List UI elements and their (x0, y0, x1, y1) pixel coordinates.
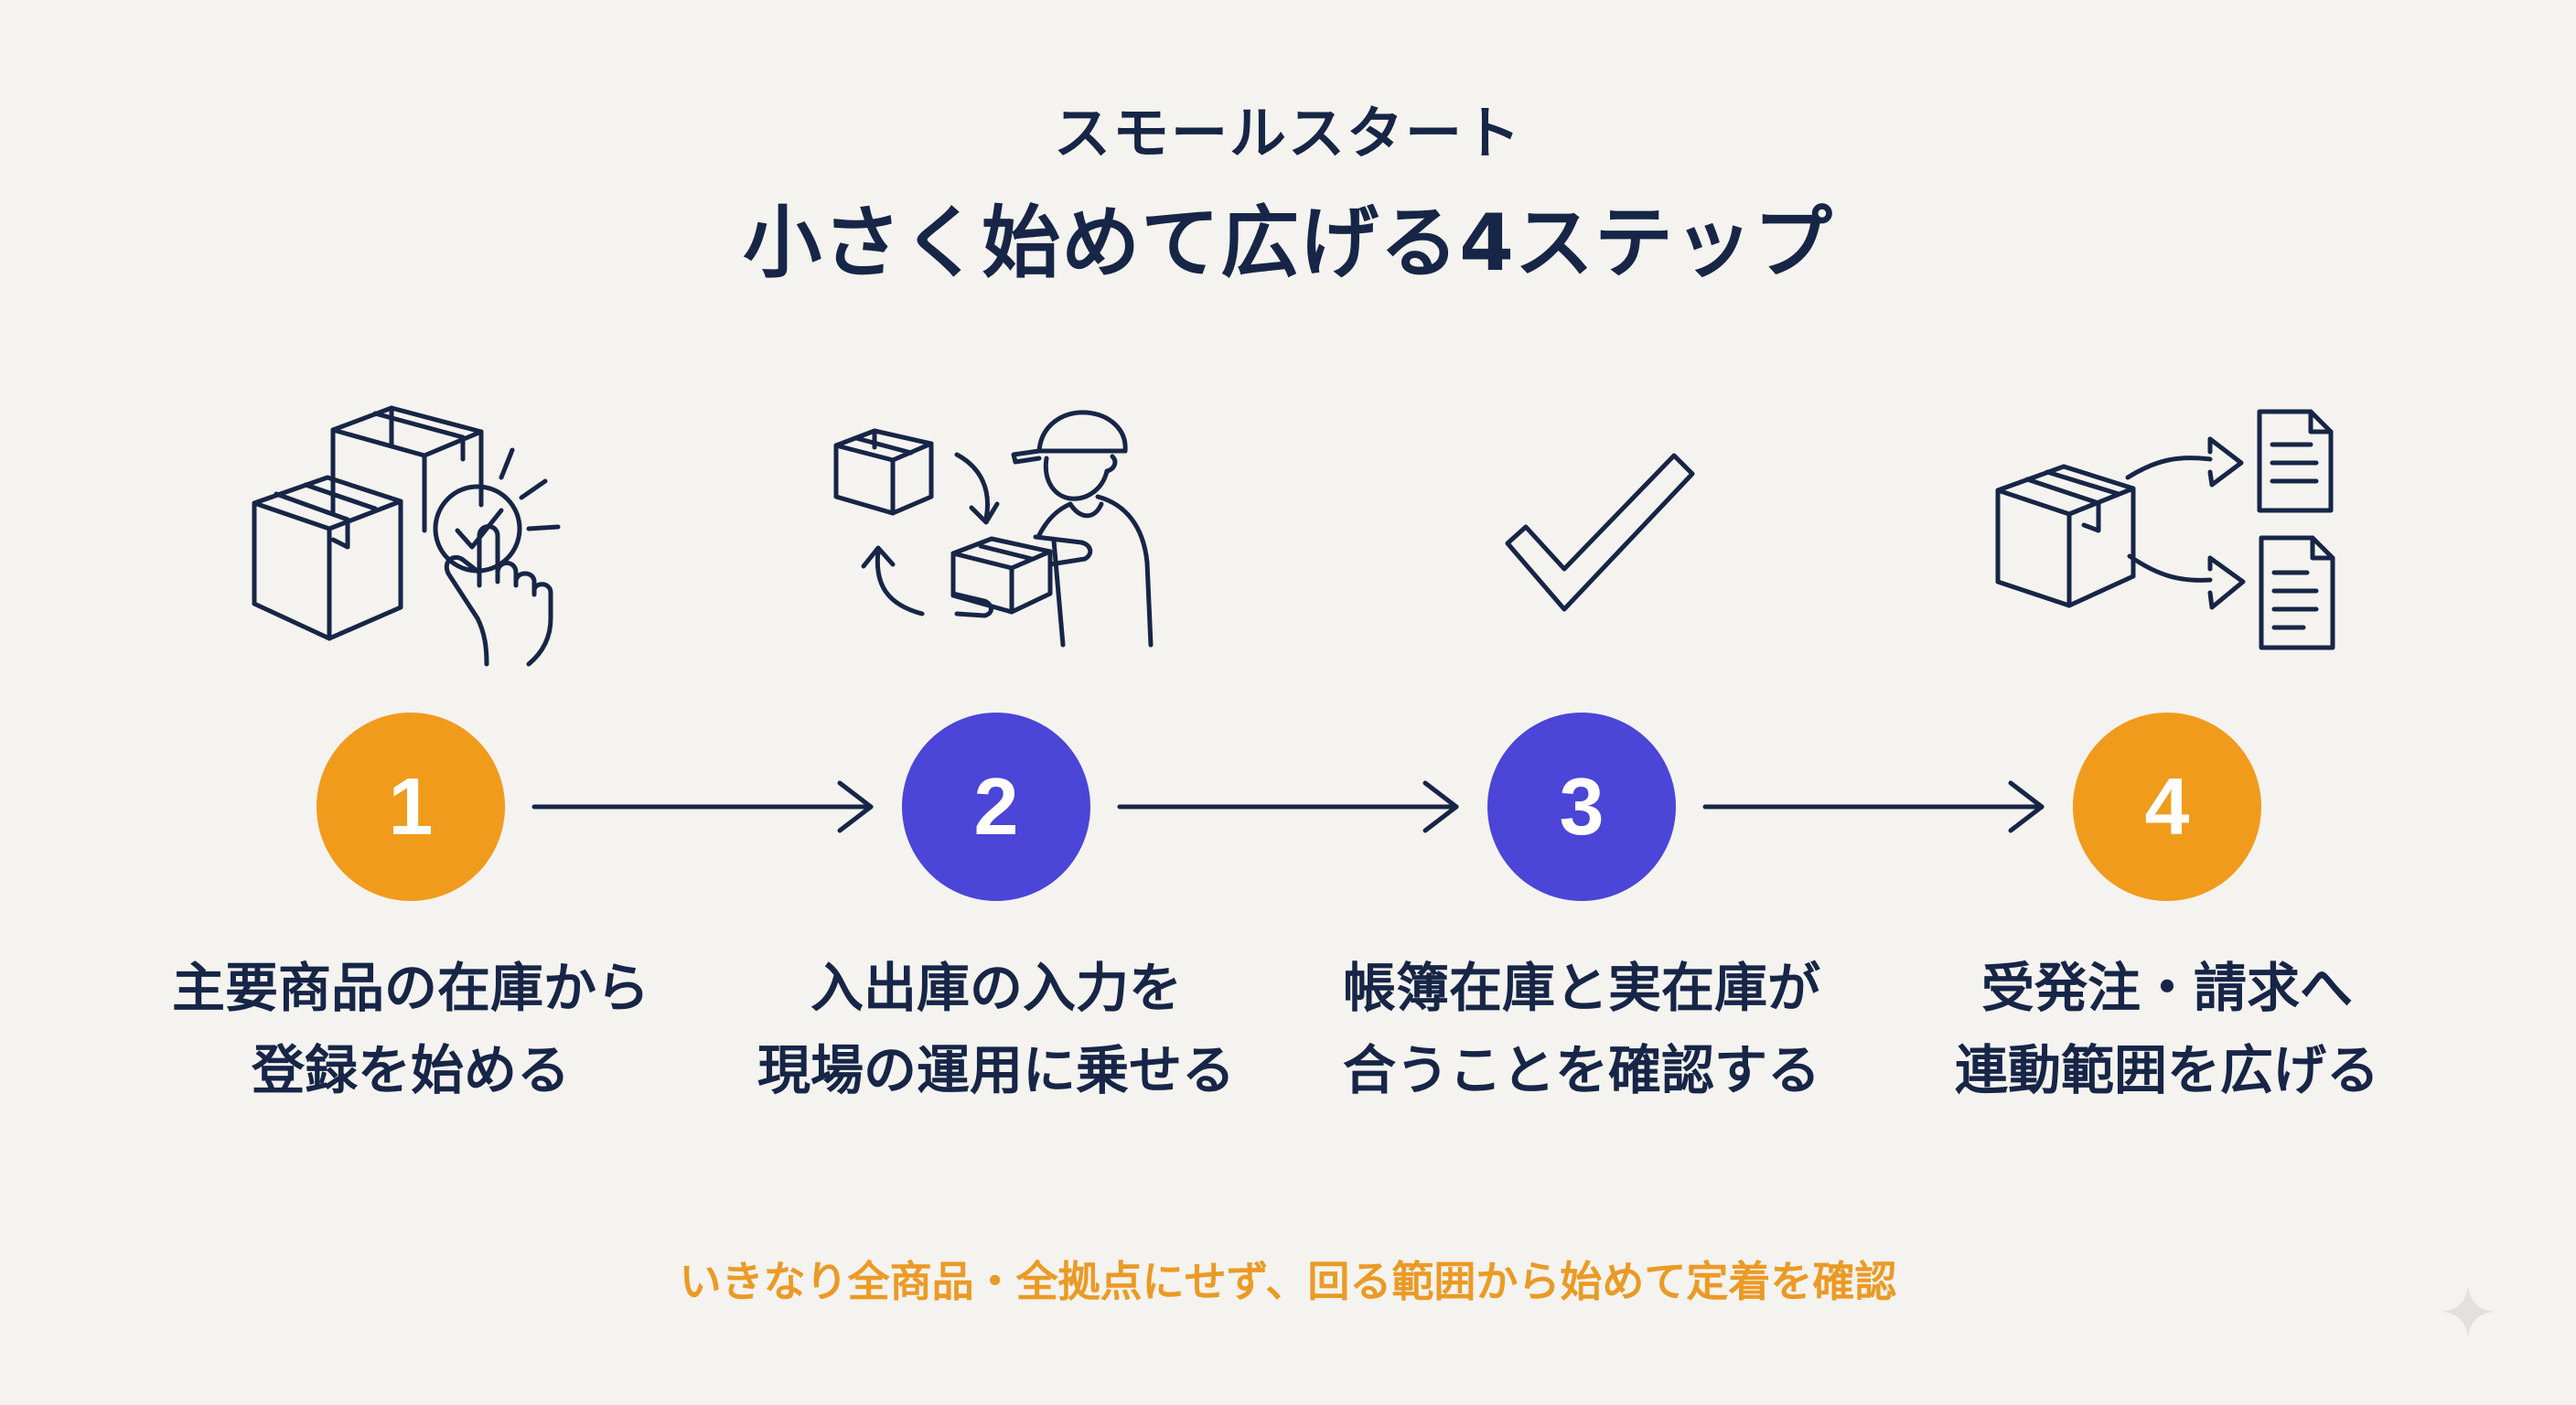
step-3-label-line2: 合うことを確認する (1342, 1039, 1820, 1101)
step-2-number: 2 (973, 761, 1019, 852)
worker-carrying-box-icon (823, 398, 1171, 654)
step-2-label: 入出庫の入力を 現場の運用に乗せる (713, 947, 1280, 1111)
step-1-circle: 1 (317, 713, 505, 901)
step-4-label-line2: 連動範囲を広げる (1954, 1039, 2379, 1101)
sparkle-icon (2441, 1284, 2496, 1343)
step-3-label: 帳簿在庫と実在庫が 合うことを確認する (1298, 947, 1865, 1111)
step-3-number: 3 (1559, 761, 1605, 852)
step-4-number: 4 (2144, 761, 2190, 852)
arrow-3-to-4 (1701, 778, 2049, 840)
page-subtitle: スモールスタート (1053, 100, 1522, 166)
step-4-label-line1: 受発注・請求へ (1980, 957, 2353, 1019)
step-3-circle: 3 (1487, 713, 1676, 901)
box-to-documents-icon (1985, 402, 2351, 668)
boxes-touch-check-icon (238, 393, 585, 668)
step-2-circle: 2 (902, 713, 1090, 901)
step-2-label-line2: 現場の運用に乗せる (757, 1039, 1235, 1101)
step-4-label: 受発注・請求へ 連動範囲を広げる (1884, 947, 2451, 1111)
step-1-label: 主要商品の在庫から 登録を始める (127, 947, 694, 1111)
step-3-label-line1: 帳簿在庫と実在庫が (1342, 957, 1820, 1019)
arrow-1-to-2 (531, 778, 878, 840)
step-1-label-line2: 登録を始める (251, 1039, 570, 1101)
arrow-2-to-3 (1116, 778, 1464, 840)
checkmark-icon (1500, 448, 1701, 622)
page-title: 小さく始めて広げる4ステップ (743, 198, 1833, 289)
step-1-label-line1: 主要商品の在庫から (171, 957, 649, 1019)
step-2-label-line1: 入出庫の入力を (810, 957, 1182, 1019)
step-4-circle: 4 (2073, 713, 2261, 901)
step-1-number: 1 (388, 761, 434, 852)
footer-note: いきなり全商品・全拠点にせず、回る範囲から始めて定着を確認 (679, 1257, 1897, 1306)
